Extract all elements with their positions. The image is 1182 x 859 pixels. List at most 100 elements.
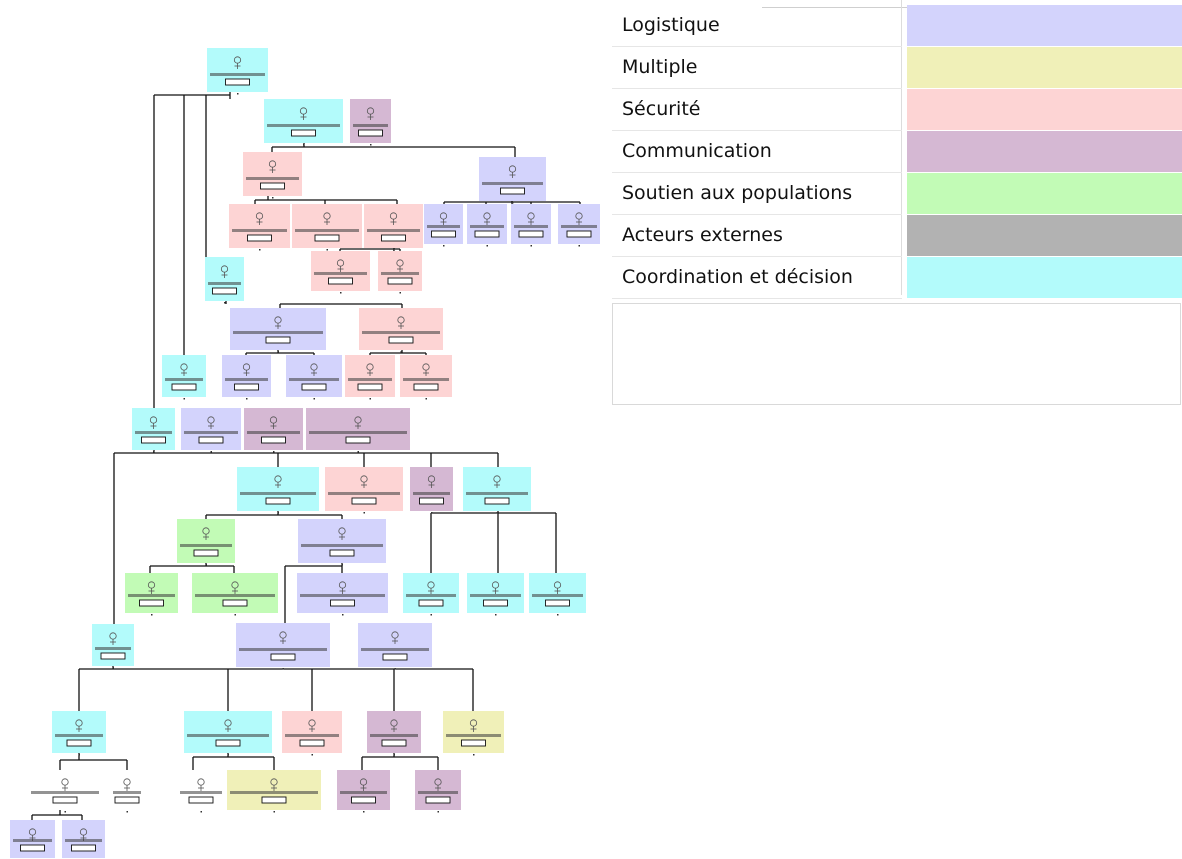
task-id-box [381,739,407,747]
node-marker [227,754,229,756]
node-marker [357,451,359,453]
node-marker [303,144,305,146]
task-id-box [474,230,500,238]
task-name-placeholder [180,544,232,547]
legend-swatch-communication [907,131,1182,172]
legend-row-soutien: Soutien aux populations [612,173,1182,214]
task-id-box [518,230,544,238]
node-marker [64,811,66,813]
node-marker [437,811,439,813]
node-marker [273,811,275,813]
task-name-placeholder [328,492,400,495]
task-name-placeholder [128,594,175,597]
task-id-box [382,653,408,661]
task-name-placeholder [208,282,241,285]
task-id-box [141,436,166,444]
task-name-placeholder [239,648,327,651]
node-marker [272,197,274,199]
task-id-box [71,844,96,852]
task-name-placeholder [195,594,275,597]
legend-label: Communication [622,140,772,162]
node-marker [153,451,155,453]
legend-swatch-coordination [907,257,1182,298]
node-marker [341,564,343,566]
legend-swatch-multiple [907,47,1182,88]
task-id-box [413,383,439,391]
legend-label: Soutien aux populations [622,182,853,204]
node-marker [495,614,497,616]
node-marker [530,245,532,247]
task-name-placeholder [367,229,420,232]
empty-panel [612,303,1181,405]
task-id-box [261,436,286,444]
task-id-box [301,383,327,391]
node-marker [473,754,475,756]
task-name-placeholder [418,791,458,794]
task-tree-diagram [10,48,600,858]
task-name-placeholder [210,73,265,76]
task-name-placeholder [165,378,203,381]
task-name-placeholder [135,431,172,434]
legend-row-coordination: Coordination et décision [612,257,1182,298]
task-id-box [66,739,92,747]
node-marker [282,668,284,670]
task-name-placeholder [247,431,300,434]
task-name-placeholder [113,791,141,794]
task-name-placeholder [232,229,287,232]
node-marker [369,398,371,400]
task-name-placeholder [353,124,388,127]
task-name-placeholder [427,225,460,228]
task-name-placeholder [31,791,99,794]
task-id-box [330,599,355,607]
task-name-placeholder [470,594,521,597]
legend-divider [612,130,902,131]
legend-row-multiple: Multiple [612,47,1182,88]
legend-label: Sécurité [622,98,701,120]
node-marker [578,245,580,247]
node-marker [224,302,226,304]
task-id-box [299,739,325,747]
legend-row-securite: Sécurité [612,89,1182,130]
task-name-placeholder [180,791,222,794]
task-id-box [260,182,285,190]
task-name-placeholder [246,177,299,180]
node-marker [126,811,128,813]
task-name-placeholder [314,272,367,275]
node-marker [425,398,427,400]
task-name-placeholder [95,647,131,650]
task-name-placeholder [514,225,548,228]
task-name-placeholder [340,791,387,794]
node-marker [394,668,396,670]
node-marker [210,451,212,453]
legend-swatch-soutien [907,173,1182,214]
task-id-box [212,287,237,295]
legend-column-divider [901,0,902,295]
legend-label: Multiple [622,56,698,78]
task-id-box [20,844,45,852]
task-id-box [425,796,451,804]
node-marker [183,398,185,400]
task-id-box [215,739,241,747]
task-name-placeholder [267,124,340,127]
node-marker [112,667,114,669]
node-marker [234,614,236,616]
task-id-box [265,336,291,344]
legend-divider [612,214,902,215]
task-name-placeholder [65,839,102,842]
task-id-box [484,497,510,505]
node-marker [273,451,275,453]
task-id-box [114,796,140,804]
node-marker [200,811,202,813]
task-id-box [358,129,383,137]
legend-label: Logistique [622,14,720,36]
task-name-placeholder [466,492,528,495]
legend-row-communication: Communication [612,131,1182,172]
task-name-placeholder [482,182,543,185]
task-id-box [261,796,287,804]
legend-label: Coordination et décision [622,266,853,288]
task-name-placeholder [55,734,103,737]
task-id-box [381,234,406,242]
task-id-box [314,234,340,242]
task-name-placeholder [309,431,407,434]
task-id-box [357,383,383,391]
